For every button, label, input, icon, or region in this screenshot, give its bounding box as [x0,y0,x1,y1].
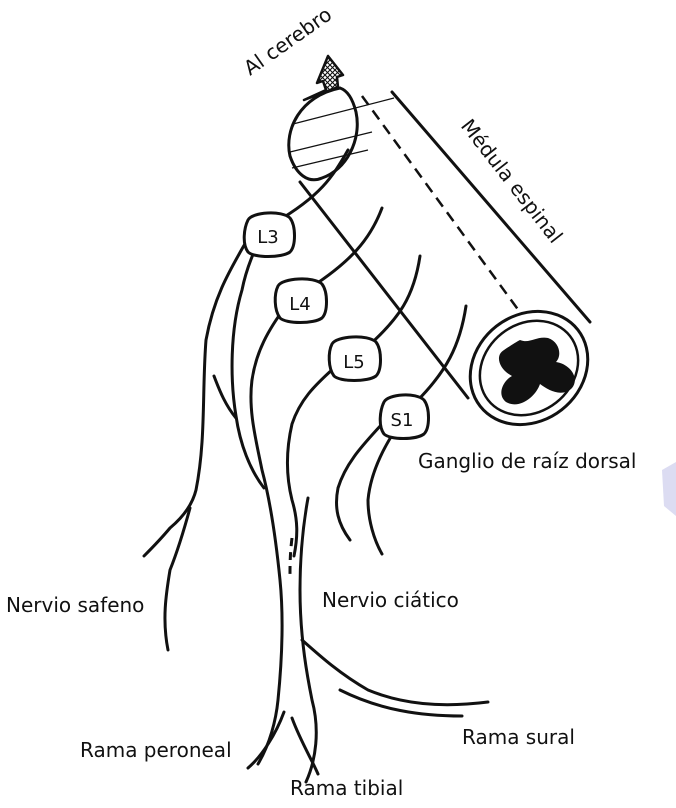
label-rama-tibial: Rama tibial [290,776,403,800]
ganglion-l3: L3 [244,213,294,257]
label-rama-sural: Rama sural [462,725,575,749]
label-medula-espinal: Médula espinal [456,114,568,247]
label-nervio-safeno: Nervio safeno [6,593,144,617]
label-rama-peroneal: Rama peroneal [80,738,232,762]
ganglion-l4: L4 [275,279,326,323]
segment-label: L4 [289,294,310,315]
label-nervio-ciatico: Nervio ciático [322,588,459,612]
cord-cross-section [448,288,611,448]
edge-tint [662,462,676,516]
ganglion-l5: L5 [329,337,380,381]
segment-label: S1 [391,410,414,431]
ganglion-s1: S1 [380,395,428,439]
segment-label: L3 [257,227,278,248]
label-ganglio: Ganglio de raíz dorsal [418,449,636,473]
segment-label: L5 [343,352,364,373]
arrow-to-brain [304,56,343,100]
